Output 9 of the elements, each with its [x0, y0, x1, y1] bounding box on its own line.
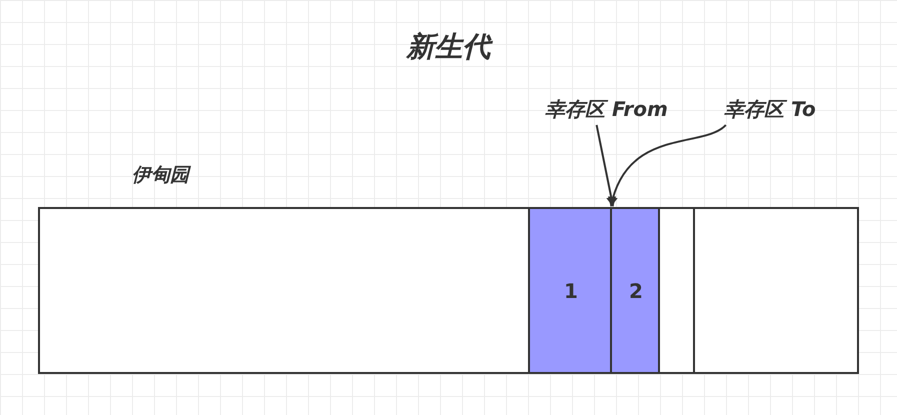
callout-label: 幸存区 From	[545, 96, 668, 123]
memory-segment	[693, 207, 859, 374]
segment-number: 1	[564, 278, 578, 302]
diagram-title: 新生代	[0, 28, 897, 66]
leader-arrow	[596, 124, 616, 207]
callout-label: 幸存区 To	[724, 96, 816, 123]
leader-arrow	[608, 124, 726, 207]
segment-number: 2	[629, 278, 643, 302]
segment-heading: 伊甸园	[132, 163, 189, 188]
